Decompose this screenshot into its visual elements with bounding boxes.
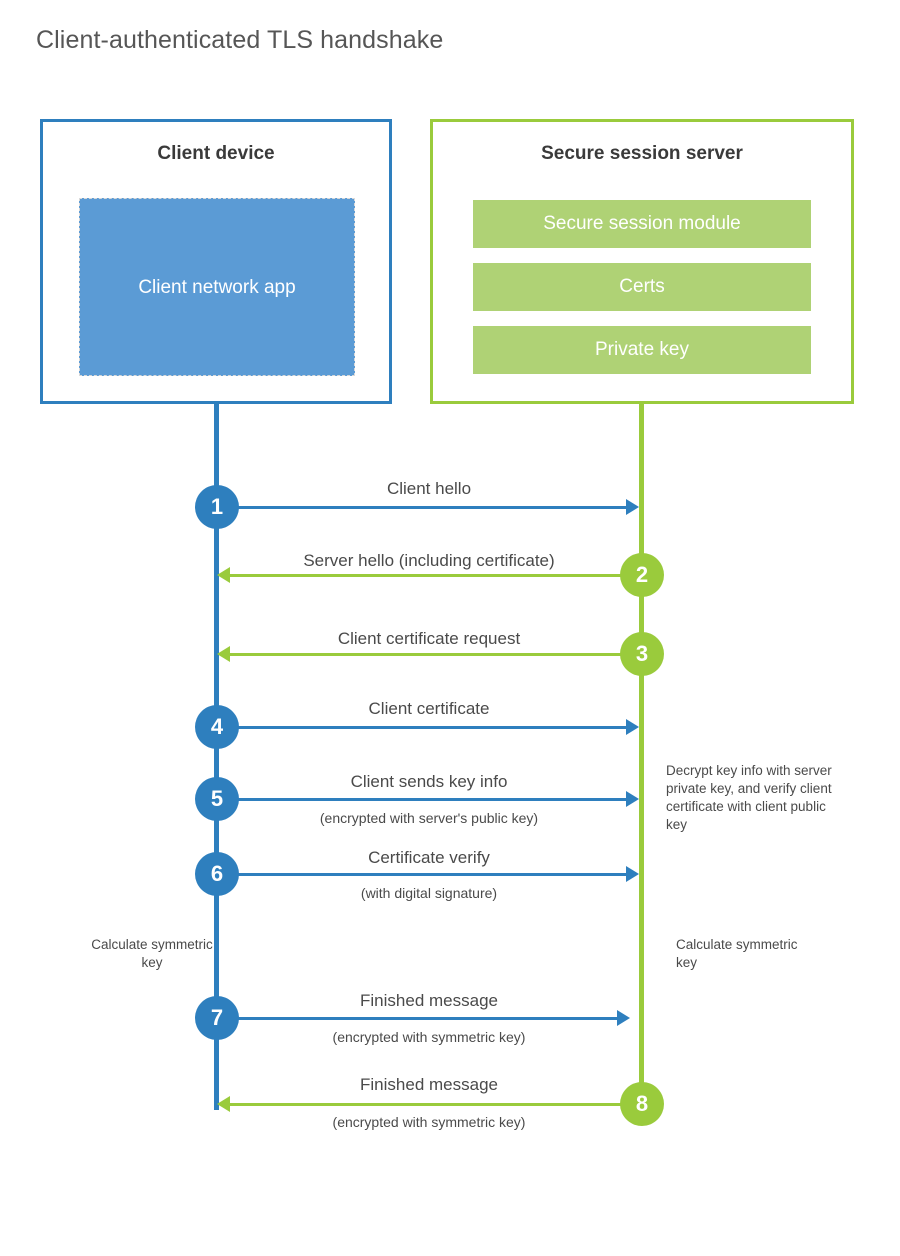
message-label-1: Client hello (386, 479, 472, 498)
message-label-8: Finished message (360, 1075, 498, 1094)
step-badge-2[interactable]: 2 (620, 553, 664, 597)
step-badge-3[interactable]: 3 (620, 632, 664, 676)
secure-session-server-title: Secure session server (541, 143, 743, 164)
message-label-6: Certificate verify (368, 848, 490, 867)
page-title: Client-authenticated TLS handshake (36, 26, 444, 54)
server-lifeline (639, 404, 644, 1104)
client-device-title: Client device (157, 143, 275, 164)
server-component-certs: Certs (473, 263, 811, 311)
step-badge-8[interactable]: 8 (620, 1082, 664, 1126)
message-label-4: Client certificate (368, 699, 490, 718)
arrow-head-right-icon-5 (626, 791, 639, 807)
secure-session-server-box: Secure session server Secure session mod… (430, 119, 854, 404)
message-label-7: Finished message (360, 991, 498, 1010)
client-network-app-block: Client network app (79, 198, 355, 376)
message-label-3: Client certificate request (337, 629, 521, 648)
arrow-head-right-icon-1 (626, 499, 639, 515)
step-badge-4[interactable]: 4 (195, 705, 239, 749)
note-client-calculate-symmetric-key: Calculate symmetric key (91, 937, 213, 970)
arrow-head-right-icon-4 (626, 719, 639, 735)
message-sublabel-5: (encrypted with server's public key) (319, 810, 539, 826)
message-line-6 (217, 873, 626, 876)
message-sublabel-8: (encrypted with symmetric key) (332, 1114, 526, 1130)
message-line-2 (230, 574, 639, 577)
server-component-private-key: Private key (473, 326, 811, 374)
arrow-head-right-icon-6 (626, 866, 639, 882)
message-label-5: Client sends key info (350, 772, 508, 791)
step-badge-7[interactable]: 7 (195, 996, 239, 1040)
message-line-5 (217, 798, 626, 801)
message-line-3 (230, 653, 639, 656)
step-badge-5[interactable]: 5 (195, 777, 239, 821)
arrow-head-left-icon-2 (217, 567, 230, 583)
arrow-head-right-icon-7 (617, 1010, 630, 1026)
message-line-7 (217, 1017, 617, 1020)
message-sublabel-7: (encrypted with symmetric key) (332, 1029, 526, 1045)
message-line-1 (217, 506, 626, 509)
server-component-secure-session-module: Secure session module (473, 200, 811, 248)
note-server-decrypt: Decrypt key info with server private key… (666, 763, 832, 832)
note-server-calculate-symmetric-key: Calculate symmetric key (676, 937, 798, 970)
arrow-head-left-icon-3 (217, 646, 230, 662)
message-sublabel-6: (with digital signature) (360, 885, 498, 901)
client-lifeline (214, 404, 219, 1110)
step-badge-1[interactable]: 1 (195, 485, 239, 529)
step-badge-6[interactable]: 6 (195, 852, 239, 896)
message-label-2: Server hello (including certificate) (303, 551, 555, 570)
message-line-4 (217, 726, 626, 729)
client-device-box: Client device Client network app (40, 119, 392, 404)
message-line-8 (230, 1103, 624, 1106)
arrow-head-left-icon-8 (217, 1096, 230, 1112)
